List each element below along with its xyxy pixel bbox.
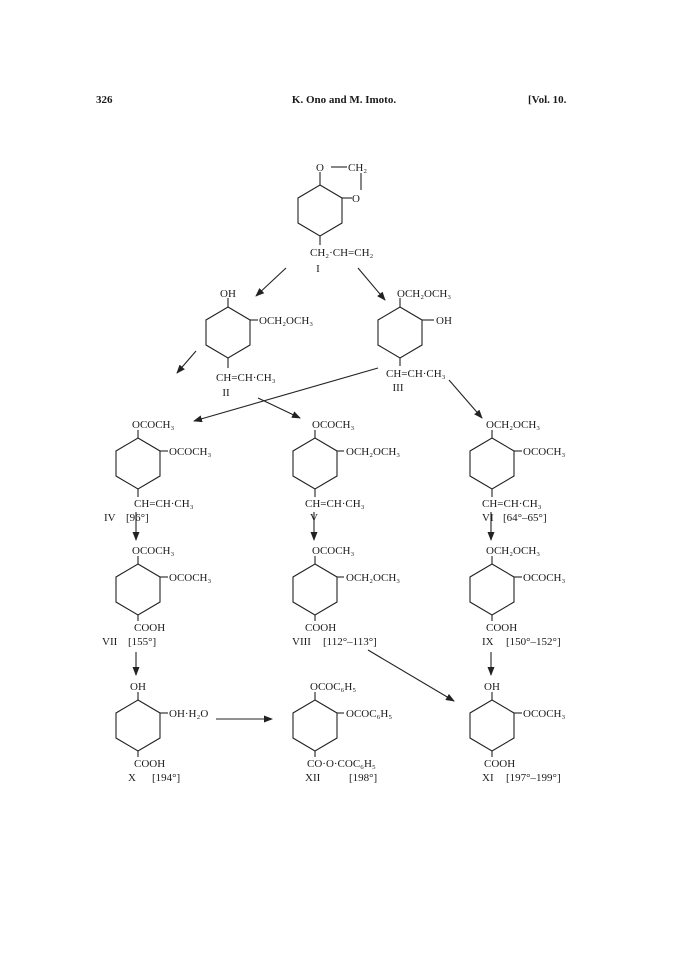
side-chain-I: CH₂·CH=CH₂ [310,247,374,259]
side-chain-V: CH=CH·CH₃ [305,498,365,510]
benzene-ring-XI [469,699,515,752]
compound-VI: OCH₂OCH₃ OCOCH₃ CH=CH·CH₃ VI [64°–65°] [469,419,566,524]
label-IV: IV [104,512,116,524]
side-chain-III: CH=CH·CH₃ [386,368,446,380]
side-chain-VII: COOH [134,622,165,634]
side-chain-XI: COOH [484,758,515,770]
compound-X: OH OH·H₂O COOH X [194°] [115,681,208,784]
group-XII-obz2: OCOC₆H₅ [346,708,392,720]
arrow-III-to-IV [193,367,379,423]
group-IX-mom: OCH₂OCH₃ [486,545,540,557]
benzene-ring-VI [469,437,515,490]
label-III: III [393,382,404,394]
label-XII: XII [305,772,321,784]
label-X: X [128,772,136,784]
compound-IX: OCH₂OCH₃ OCOCH₃ COOH IX [150°–152°] [469,545,566,648]
mp-VI: [64°–65°] [503,512,547,524]
mp-IV: [96°] [126,512,149,524]
mp-IX: [150°–152°] [506,636,561,648]
benzene-ring-III [377,306,423,359]
group-VI-oac: OCOCH₃ [523,446,566,458]
volume-label: [Vol. 10. [528,94,567,106]
side-chain-XII: CO·O·COC₆H₅ [307,758,376,770]
side-chain-II: CH=CH·CH₃ [216,372,276,384]
group-VIII-mom: OCH₂OCH₃ [346,572,400,584]
arrow-I-to-II [255,267,287,297]
compound-IV: OCOCH₃ OCOCH₃ CH=CH·CH₃ IV [96°] [104,419,212,524]
side-chain-X: COOH [134,758,165,770]
benzene-ring-VIII [292,563,338,616]
group-XI-oac: OCOCH₃ [523,708,566,720]
page-number: 326 [96,94,113,106]
group-IV-oac1: OCOCH₃ [132,419,175,431]
group-X-oh-hydrate: OH·H₂O [169,708,208,720]
compound-VII: OCOCH₃ OCOCH₃ COOH VII [155°] [102,545,212,648]
group-VII-oac1: OCOCH₃ [132,545,175,557]
benzene-ring-IX [469,563,515,616]
mp-XII: [198°] [349,772,377,784]
group-IX-oac: OCOCH₃ [523,572,566,584]
group-V-oac: OCOCH₃ [312,419,355,431]
benzene-ring-II [205,306,251,359]
mp-X: [194°] [152,772,180,784]
label-II: II [222,387,230,399]
compound-VIII: OCOCH₃ OCH₂OCH₃ COOH VIII [112°–113°] [292,545,400,648]
benzene-ring-I [297,184,343,237]
label-VI: VI [482,512,494,524]
group-XII-obz1: OCOC₆H₅ [310,681,356,693]
group-I-o1: O [316,162,324,174]
compound-XII: OCOC₆H₅ OCOC₆H₅ CO·O·COC₆H₅ XII [198°] [292,681,392,784]
group-I-o2: O [352,193,360,205]
side-chain-IX: COOH [486,622,517,634]
label-VIII: VIII [292,636,311,648]
label-I: I [316,263,320,275]
label-IX: IX [482,636,494,648]
arrow-III-to-VI [448,379,483,419]
running-header-authors: K. Ono and M. Imoto. [291,94,397,106]
group-II-mom: OCH₂OCH₃ [259,315,313,327]
arrow-to-V [257,397,301,419]
mp-VII: [155°] [128,636,156,648]
label-VII: VII [102,636,118,648]
compound-XI: OH OCOCH₃ COOH XI [197°–199°] [469,681,566,784]
group-VI-mom: OCH₂OCH₃ [486,419,540,431]
group-II-oh: OH [220,288,236,300]
mp-VIII: [112°–113°] [323,636,377,648]
group-III-oh: OH [436,315,452,327]
compound-I: O CH₂ O CH₂·CH=CH₂ I [297,162,374,275]
benzene-ring-XII [292,699,338,752]
side-chain-VIII: COOH [305,622,336,634]
arrow-VIII-to-XI [367,649,455,702]
compound-III: OCH₂OCH₃ OH CH=CH·CH₃ III [377,288,452,394]
group-V-mom: OCH₂OCH₃ [346,446,400,458]
side-chain-IV: CH=CH·CH₃ [134,498,194,510]
group-XI-oh: OH [484,681,500,693]
benzene-ring-IV [115,437,161,490]
group-X-oh: OH [130,681,146,693]
label-XI: XI [482,772,494,784]
benzene-ring-X [115,699,161,752]
group-III-mom: OCH₂OCH₃ [397,288,451,300]
arrow-II-side [176,350,197,374]
group-VIII-oac: OCOCH₃ [312,545,355,557]
mp-XI: [197°–199°] [506,772,561,784]
compound-V: OCOCH₃ OCH₂OCH₃ CH=CH·CH₃ V [292,419,400,524]
side-chain-VI: CH=CH·CH₃ [482,498,542,510]
group-VII-oac2: OCOCH₃ [169,572,212,584]
benzene-ring-VII [115,563,161,616]
benzene-ring-V [292,437,338,490]
arrow-I-to-III [357,267,386,301]
group-IV-oac2: OCOCH₃ [169,446,212,458]
group-I-ch2: CH₂ [348,162,367,174]
compound-II: OH OCH₂OCH₃ CH=CH·CH₃ II [205,288,313,399]
